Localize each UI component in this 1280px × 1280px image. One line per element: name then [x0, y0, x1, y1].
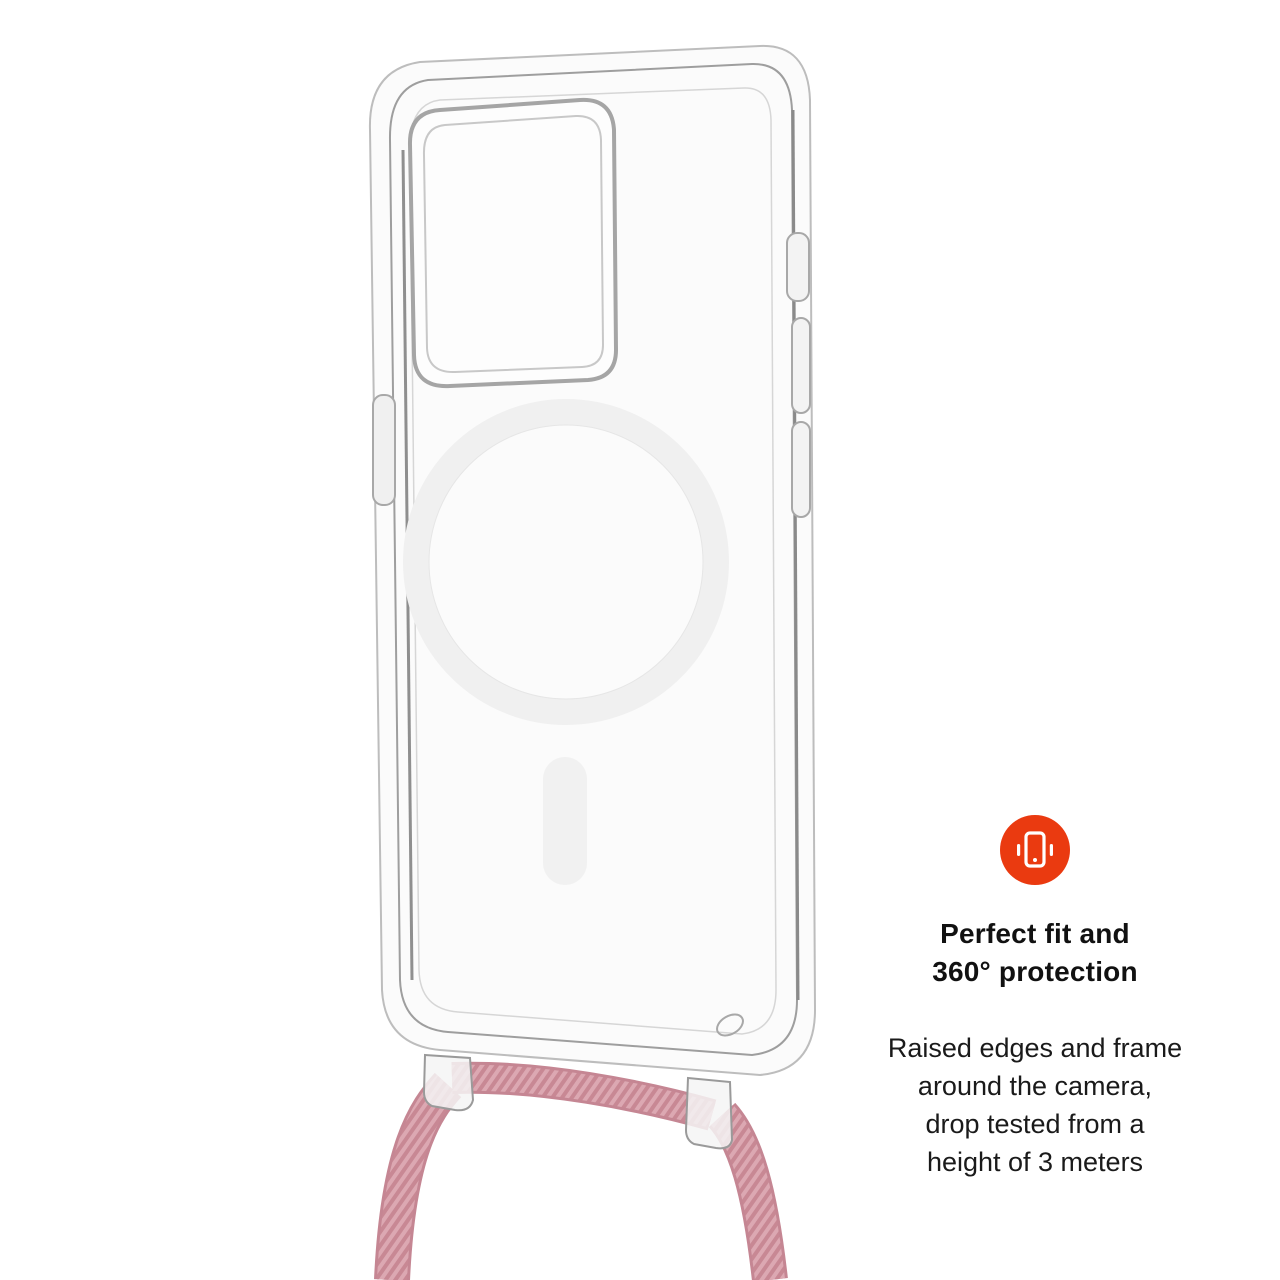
feature-callout: Perfect fit and 360° protection Raised e… [850, 815, 1220, 1181]
lanyard-hole [716, 1013, 744, 1037]
feature-icon-badge [1000, 815, 1070, 885]
feature-title-line: Perfect fit and [940, 918, 1130, 949]
feature-title: Perfect fit and 360° protection [850, 915, 1220, 991]
camera-frame [407, 97, 619, 389]
side-buttons-right [786, 232, 811, 518]
feature-title-line: 360° protection [932, 956, 1138, 987]
magsafe-ring [403, 399, 729, 885]
phone-vibrate-icon [1017, 831, 1053, 868]
side-button-left [372, 394, 396, 506]
feature-description-line: Raised edges and frame [887, 1033, 1183, 1063]
strap-anchor-clips [422, 1053, 734, 1150]
feature-description-line: drop tested from a [925, 1109, 1145, 1139]
feature-description-line: around the camera, [917, 1071, 1153, 1101]
feature-description-line: height of 3 meters [926, 1147, 1144, 1177]
feature-description: Raised edges and frame around the camera… [850, 1029, 1220, 1181]
